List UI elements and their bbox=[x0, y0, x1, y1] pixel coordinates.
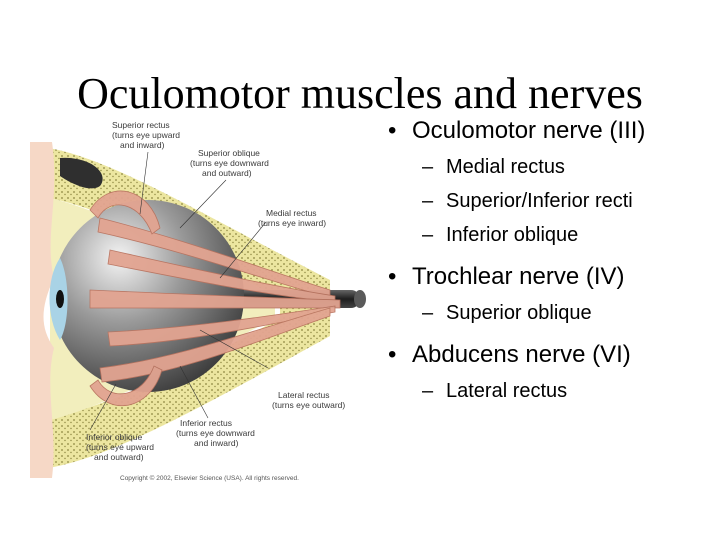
label-inferior-rectus: Inferior rectus (turns eye downward and … bbox=[176, 418, 257, 448]
dash-mark: – bbox=[422, 302, 434, 324]
sub-bullet-text: Inferior oblique bbox=[446, 224, 579, 246]
label-medial-rectus: Medial rectus (turns eye inward) bbox=[258, 208, 326, 228]
dash-mark: – bbox=[422, 156, 434, 178]
label-superior-rectus: Superior rectus (turns eye upward and in… bbox=[112, 120, 182, 150]
sub-bullet-lateral-rectus: – Lateral rectus bbox=[382, 378, 717, 404]
bullet-mark: • bbox=[388, 263, 397, 290]
dash-mark: – bbox=[422, 380, 434, 402]
sub-bullet-text: Superior oblique bbox=[446, 302, 592, 324]
sub-bullet-medial-rectus: – Medial rectus bbox=[382, 154, 717, 180]
bullet-text: Abducens nerve (VI) bbox=[412, 341, 631, 368]
bullet-text: Oculomotor nerve (III) bbox=[412, 117, 646, 144]
eye-muscles-illustration: Superior rectus (turns eye upward and in… bbox=[30, 120, 366, 482]
slide-title: Oculomotor muscles and nerves bbox=[77, 69, 643, 118]
bullet-text: Trochlear nerve (IV) bbox=[412, 263, 625, 290]
skin bbox=[30, 142, 55, 478]
bullet-trochlear: • Trochlear nerve (IV) bbox=[382, 262, 717, 292]
eye-muscles-figure: Superior rectus (turns eye upward and in… bbox=[30, 118, 390, 490]
bullet-mark: • bbox=[388, 341, 397, 368]
bullet-oculomotor: • Oculomotor nerve (III) bbox=[382, 116, 717, 146]
copyright-text: Copyright © 2002, Elsevier Science (USA)… bbox=[120, 474, 299, 482]
sub-bullet-text: Medial rectus bbox=[446, 156, 565, 178]
label-superior-oblique: Superior oblique (turns eye downward and… bbox=[190, 148, 271, 178]
sub-bullet-text: Superior/Inferior recti bbox=[446, 190, 633, 212]
dash-mark: – bbox=[422, 224, 434, 246]
label-inferior-oblique: Inferior oblique (turns eye upward and o… bbox=[86, 432, 156, 462]
sub-bullet-text: Lateral rectus bbox=[446, 380, 568, 402]
sub-bullet-inferior-oblique: – Inferior oblique bbox=[382, 222, 717, 248]
sub-bullet-superior-oblique: – Superior oblique bbox=[382, 300, 717, 326]
bullet-abducens: • Abducens nerve (VI) bbox=[382, 340, 717, 370]
label-lateral-rectus: Lateral rectus (turns eye outward) bbox=[272, 390, 345, 410]
dash-mark: – bbox=[422, 190, 434, 212]
bullet-list: • Oculomotor nerve (III) – Medial rectus… bbox=[382, 116, 717, 404]
sub-bullet-superior-inferior-recti: – Superior/Inferior recti bbox=[382, 188, 717, 214]
bullet-mark: • bbox=[388, 117, 397, 144]
leader-lines bbox=[89, 151, 269, 431]
